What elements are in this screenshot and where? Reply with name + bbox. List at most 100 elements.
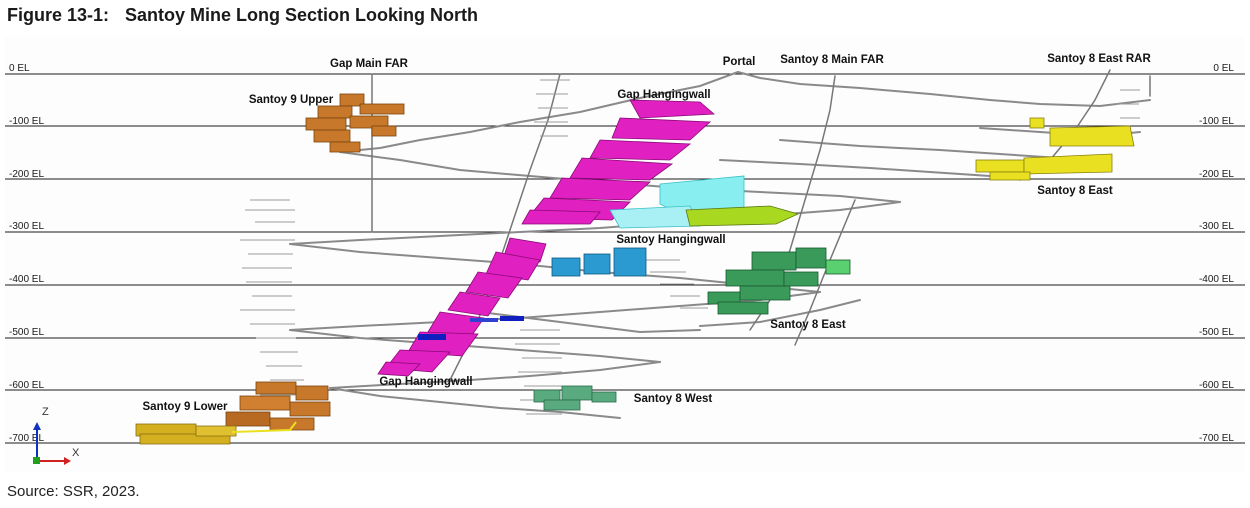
- gap-hw-lower-panel: [447, 291, 501, 317]
- main-decline-upper: [339, 71, 739, 153]
- z-axis-arrowhead: [33, 422, 41, 430]
- santoy9-upper-block: [329, 141, 361, 153]
- gap-hw-lower-panel: [485, 251, 541, 281]
- label-santoy9-lower: Santoy 9 Lower: [143, 401, 229, 413]
- x-axis-label: X: [72, 447, 80, 459]
- label-santoy-hangingwall: Santoy Hangingwall: [616, 234, 725, 246]
- east-raise: [794, 199, 856, 346]
- blue-drift-segment: [500, 316, 524, 321]
- gap-hw-lower-panel: [377, 361, 421, 377]
- santoy9-lower-block: [139, 433, 231, 445]
- east-rar-stubs: [1115, 89, 1140, 119]
- x-axis-arrowhead: [64, 457, 71, 465]
- gap-hw-upper-panel: [611, 117, 711, 141]
- decline-350: [289, 291, 821, 331]
- elevation-label-left-400: -400 EL: [9, 274, 44, 285]
- santoy8-east-upper-block: [989, 171, 1031, 181]
- santoy8-east-lower-block: [751, 251, 797, 271]
- elevation-label-left-500: -500 EL: [9, 327, 44, 338]
- gap-hw-upper-panel: [629, 99, 716, 119]
- figure-title: Figure 13-1: Santoy Mine Long Section Loo…: [7, 5, 478, 26]
- santoy8-east-upper-block: [1029, 117, 1045, 129]
- santoy9-lower-block: [255, 381, 297, 395]
- gap-hw-upper-panel: [521, 209, 601, 225]
- santoy9-upper-block: [349, 115, 389, 129]
- gap-hangingwall-lower-zone: [377, 237, 547, 377]
- elevation-label-left-200: -200 EL: [9, 169, 44, 180]
- label-santoy9-upper: Santoy 9 Upper: [249, 94, 334, 106]
- central-stubs: [515, 329, 562, 415]
- santoy9-upper-block: [317, 105, 353, 119]
- elevation-label-left-700: -700 EL: [9, 433, 44, 444]
- santoy-hw-green-block: [685, 205, 800, 227]
- gap-upper-stubs: [534, 79, 570, 137]
- santoy8-west-block: [591, 391, 617, 403]
- decline-450: [289, 329, 661, 363]
- east-drift-150: [779, 139, 1061, 159]
- blue-drift-segment: [470, 318, 498, 322]
- elevation-label-right-200: -200 EL: [1199, 169, 1234, 180]
- axis-origin-marker: [33, 457, 40, 464]
- axis-triad: Z X: [33, 406, 80, 465]
- santoy8-east-lower-block: [717, 301, 769, 315]
- label-gap-main-far: Gap Main FAR: [330, 58, 409, 70]
- santoy8-east-lower-block: [825, 259, 851, 275]
- elevation-label-right-600: -600 EL: [1199, 380, 1234, 391]
- west-stubs: [240, 199, 304, 396]
- elevation-label-right-100: -100 EL: [1199, 116, 1234, 127]
- figure-source: Source: SSR, 2023.: [7, 483, 140, 500]
- gap-hw-upper-panel: [589, 139, 692, 161]
- central-drift-470: [479, 311, 701, 334]
- elevation-label-right-700: -700 EL: [1199, 433, 1234, 444]
- east-drift-180: [719, 159, 991, 177]
- label-santoy8-west: Santoy 8 West: [634, 393, 713, 405]
- elevation-label-left-300: -300 EL: [9, 221, 44, 232]
- santoy8-east-upper-block: [1049, 125, 1135, 147]
- hangingwall-stubs: [640, 259, 708, 309]
- figure-number: Figure 13-1:: [7, 5, 110, 25]
- elevation-labels-left: 0 EL -100 EL -200 EL -300 EL -400 EL -50…: [9, 63, 44, 444]
- elevation-label-right-400: -400 EL: [1199, 274, 1234, 285]
- santoy8-west-block: [561, 385, 593, 401]
- blue-drifts: [418, 316, 524, 340]
- gap-hw-lower-panel: [465, 271, 523, 299]
- elevation-label-left-100: -100 EL: [9, 116, 44, 127]
- elevation-label-left-0: 0 EL: [9, 63, 30, 74]
- decline-650: [329, 387, 621, 419]
- elevation-label-right-0: 0 EL: [1213, 63, 1234, 74]
- zone-labels: Gap Main FAR Portal Santoy 8 Main FAR Sa…: [143, 53, 1152, 413]
- label-santoy8-east-lower: Santoy 8 East: [770, 319, 846, 331]
- santoy-hw-blue-block: [613, 247, 647, 277]
- santoy8-east-upper-block: [975, 159, 1025, 173]
- label-santoy8-east-rar: Santoy 8 East RAR: [1047, 53, 1151, 65]
- decline-550: [329, 361, 661, 389]
- santoy9-lower-block: [225, 411, 271, 427]
- santoy8-east-upper-block: [1023, 153, 1113, 175]
- santoy8-west-zone: [533, 385, 617, 411]
- label-gap-hangingwall-lower: Gap Hangingwall: [379, 376, 472, 388]
- santoy8-east-lower-zone: [707, 247, 851, 315]
- santoy-hw-blue-block: [551, 257, 581, 277]
- blue-drift-segment: [418, 334, 446, 340]
- santoy9-upper-block: [359, 103, 405, 115]
- sublevel-stubs: [240, 79, 1140, 415]
- santoy9-lower-block: [269, 417, 315, 431]
- santoy9-lower-block: [289, 401, 331, 417]
- santoy9-lower-block: [195, 425, 237, 437]
- elevation-label-right-300: -300 EL: [1199, 221, 1234, 232]
- santoy9-upper-block: [313, 129, 351, 143]
- santoy8-east-upper-zone: [975, 117, 1135, 181]
- santoy-hw-blue-block: [583, 253, 611, 275]
- santoy8-west-block: [543, 399, 581, 411]
- santoy9-lower-block: [239, 395, 291, 411]
- label-gap-hangingwall-upper: Gap Hangingwall: [617, 89, 710, 101]
- figure-title-text: Santoy Mine Long Section Looking North: [125, 5, 479, 25]
- santoy8-east-lower-block: [739, 285, 791, 301]
- santoy-hw-cyan-block: [609, 205, 701, 229]
- decline-250: [289, 201, 901, 245]
- portal-drift: [737, 71, 1151, 108]
- gap-hw-upper-panel: [569, 157, 674, 181]
- santoy-hangingwall-zone: [551, 175, 800, 277]
- santoy9-upper-block: [371, 125, 397, 137]
